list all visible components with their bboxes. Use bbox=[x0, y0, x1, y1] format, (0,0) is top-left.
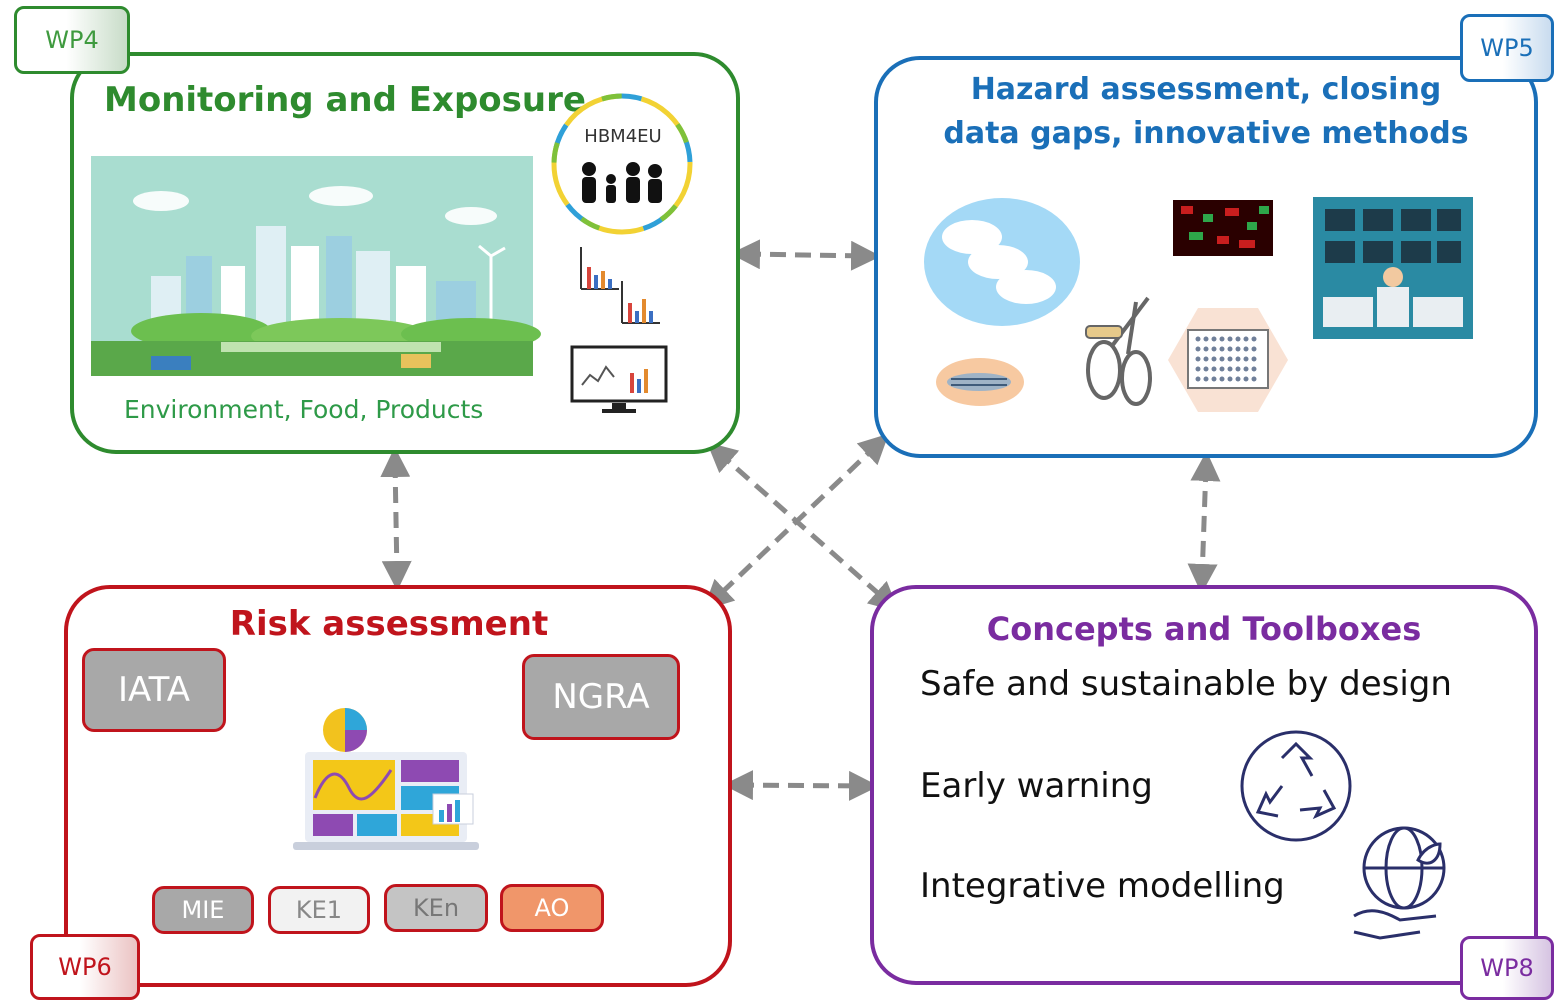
scientist-monitors-icon bbox=[1313, 197, 1473, 339]
wp8-title: Concepts and Toolboxes bbox=[986, 610, 1422, 648]
arrow-wp4-wp6 bbox=[380, 447, 412, 591]
arrow-wp4-wp5 bbox=[730, 239, 881, 271]
iata-box: IATA bbox=[82, 648, 226, 732]
bar-chart-icon bbox=[621, 281, 660, 324]
arrow-wp4-wp8 bbox=[706, 442, 900, 612]
arrow-wp5-wp6 bbox=[703, 433, 889, 611]
heatmap-icon bbox=[1173, 200, 1273, 256]
wp4-tag: WP4 bbox=[14, 6, 130, 74]
zebrafish-icon bbox=[936, 358, 1024, 406]
concept-integrative-modelling: Integrative modelling bbox=[920, 866, 1285, 906]
globe-hand-icon bbox=[1353, 826, 1446, 940]
hbm4eu-logo bbox=[551, 93, 693, 235]
arrow-wp6-wp8 bbox=[723, 770, 879, 801]
wp6-tag: WP6 bbox=[30, 934, 140, 1000]
wp5-title-line2: data gaps, innovative methods bbox=[943, 116, 1469, 151]
wp6-title: Risk assessment bbox=[229, 604, 549, 644]
concept-early-warning: Early warning bbox=[920, 766, 1153, 806]
concept-safe-sustainable: Safe and sustainable by design bbox=[920, 664, 1452, 704]
recycle-icon bbox=[1240, 730, 1352, 842]
aop-ke1: KE1 bbox=[268, 886, 370, 934]
wp5-tag: WP5 bbox=[1460, 14, 1554, 82]
bar-chart-icon bbox=[580, 247, 619, 290]
scissors-icon bbox=[1085, 296, 1152, 406]
dashboard-illustration bbox=[293, 708, 479, 850]
hbm4eu-logo-text: HBM4EU bbox=[584, 126, 662, 147]
wp4-title: Monitoring and Exposure bbox=[104, 80, 586, 120]
ngra-box: NGRA bbox=[522, 654, 680, 740]
wp4-caption: Environment, Food, Products bbox=[124, 395, 484, 424]
wp5-title-line1: Hazard assessment, closing bbox=[970, 72, 1442, 107]
well-plate-icon bbox=[1168, 308, 1288, 412]
monitor-icon bbox=[570, 345, 668, 413]
aop-ao: AO bbox=[500, 884, 604, 932]
aop-mie: MIE bbox=[152, 886, 254, 934]
city-illustration bbox=[91, 156, 541, 376]
wp8-tag: WP8 bbox=[1460, 936, 1554, 1000]
mice-icon bbox=[924, 198, 1080, 326]
arrow-wp5-wp8 bbox=[1187, 451, 1221, 594]
aop-ken: KEn bbox=[384, 884, 488, 932]
